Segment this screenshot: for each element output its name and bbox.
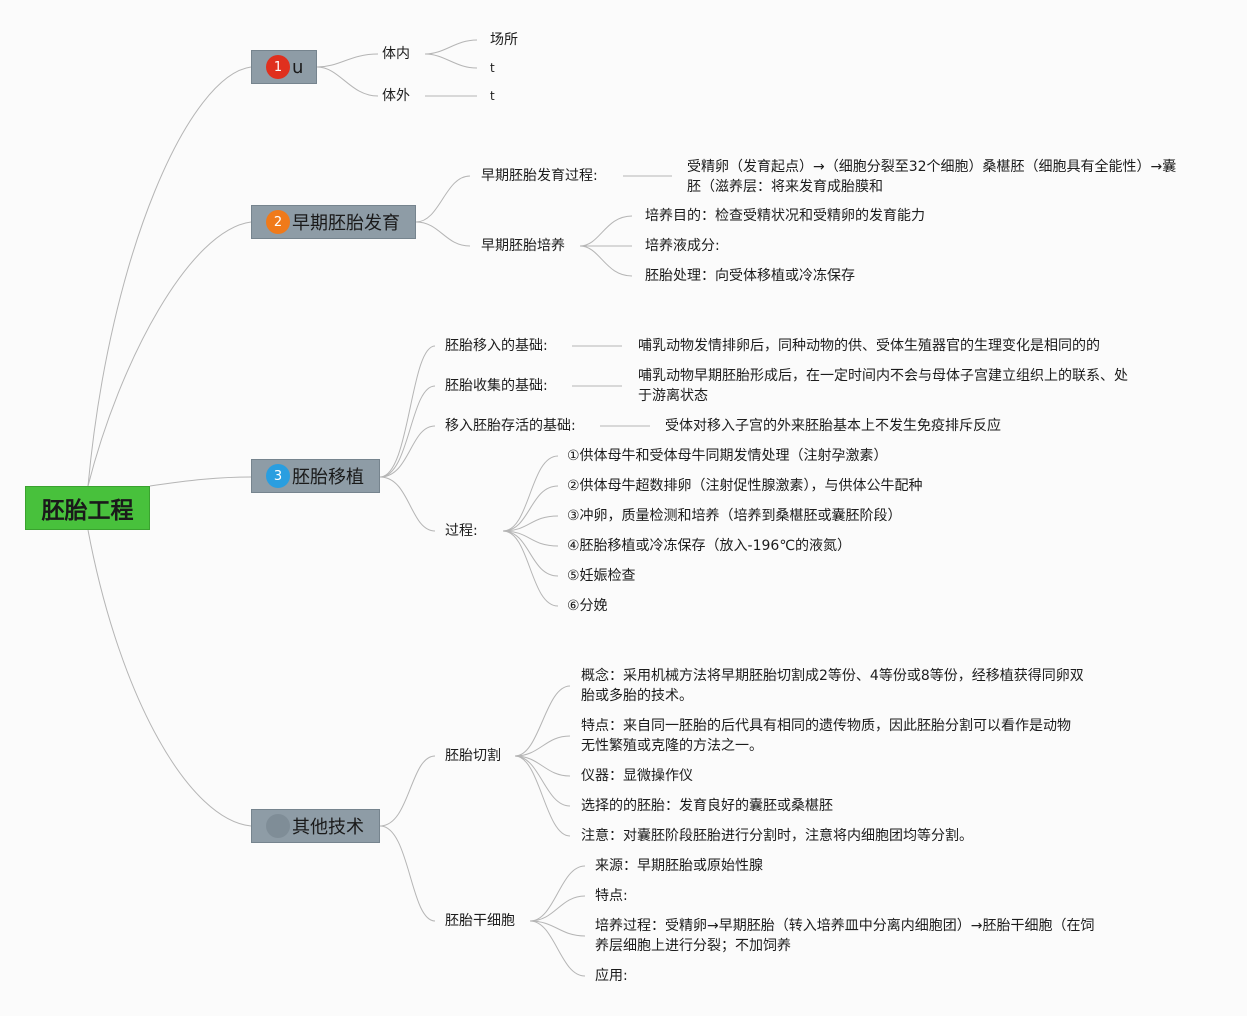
- number-badge-icon: 1: [266, 55, 290, 79]
- number-badge-icon: 2: [266, 210, 290, 234]
- root-topic[interactable]: 胚胎工程: [25, 486, 150, 530]
- leaf-label[interactable]: 特点：来自同一胚胎的后代具有相同的遗传物质，因此胚胎分割可以看作是动物无性繁殖或…: [581, 718, 1071, 754]
- topic-1-label: u: [292, 56, 304, 78]
- leaf-label[interactable]: ③冲卵，质量检测和培养（培养到桑椹胚或囊胚阶段）: [567, 508, 902, 524]
- leaf-label[interactable]: 胚胎处理：向受体移植或冷冻保存: [645, 268, 855, 284]
- subtopic-label[interactable]: 胚胎收集的基础:: [445, 378, 548, 394]
- leaf-label[interactable]: 哺乳动物早期胚胎形成后，在一定时间内不会与母体子宫建立组织上的联系、处于游离状态: [638, 368, 1128, 404]
- leaf-label[interactable]: 注意：对囊胚阶段胚胎进行分割时，注意将内细胞团均等分割。: [581, 828, 973, 844]
- leaf-label[interactable]: 哺乳动物发情排卵后，同种动物的供、受体生殖器官的生理变化是相同的的: [638, 338, 1100, 354]
- leaf-label[interactable]: 应用:: [595, 968, 628, 984]
- connector-root-topic1: [87, 66, 252, 487]
- subtopic-label[interactable]: 体内: [382, 46, 410, 62]
- subtopic-label[interactable]: 胚胎切割: [445, 748, 501, 764]
- leaf-label[interactable]: 受体对移入子宫的外来胚胎基本上不发生免疫排斥反应: [665, 418, 1001, 434]
- subtopic-label[interactable]: 体外: [382, 88, 410, 104]
- connector-root-topic2: [87, 221, 252, 487]
- topic-1[interactable]: 1 u: [251, 50, 317, 84]
- subtopic-label[interactable]: 胚胎移入的基础:: [445, 338, 548, 354]
- leaf-label[interactable]: ④胚胎移植或冷冻保存（放入-196℃的液氮）: [567, 538, 852, 554]
- leaf-label[interactable]: t: [490, 89, 495, 103]
- topic-4[interactable]: 其他技术: [251, 809, 380, 843]
- leaf-label[interactable]: 受精卵（发育起点）→（细胞分裂至32个细胞）桑椹胚（细胞具有全能性）→囊胚（滋养…: [687, 159, 1177, 195]
- subtopic-label[interactable]: 早期胚胎培养: [481, 238, 565, 254]
- number-badge-icon: [266, 814, 290, 838]
- leaf-label[interactable]: 培养目的：检查受精状况和受精卵的发育能力: [645, 208, 925, 224]
- topic-2-label: 早期胚胎发育: [292, 213, 400, 234]
- root-topic-label: 胚胎工程: [41, 498, 134, 524]
- topic-2[interactable]: 2 早期胚胎发育: [251, 205, 416, 239]
- leaf-label[interactable]: 培养过程：受精卵→早期胚胎（转入培养皿中分离内细胞团）→胚胎干细胞（在饲养层细胞…: [595, 918, 1095, 954]
- connector-root-topic3: [149, 476, 252, 487]
- topic-4-label: 其他技术: [292, 817, 364, 838]
- leaf-label[interactable]: 培养液成分:: [645, 238, 720, 254]
- leaf-label[interactable]: 仪器：显微操作仪: [581, 768, 693, 784]
- connector-root-topic4: [87, 529, 252, 827]
- number-badge-icon: 3: [266, 464, 290, 488]
- subtopic-label[interactable]: 移入胚胎存活的基础:: [445, 418, 576, 434]
- subtopic-label[interactable]: 早期胚胎发育过程:: [481, 168, 598, 184]
- leaf-label[interactable]: 概念：采用机械方法将早期胚胎切割成2等份、4等份或8等份，经移植获得同卵双胎或多…: [581, 668, 1084, 704]
- leaf-label[interactable]: ⑤妊娠检查: [567, 568, 636, 584]
- leaf-label[interactable]: 特点:: [595, 888, 628, 904]
- subtopic-label[interactable]: 胚胎干细胞: [445, 913, 515, 929]
- leaf-label[interactable]: 来源：早期胚胎或原始性腺: [595, 858, 763, 874]
- leaf-label[interactable]: ①供体母牛和受体母牛同期发情处理（注射孕激素）: [567, 448, 888, 464]
- topic-3[interactable]: 3 胚胎移植: [251, 459, 380, 493]
- leaf-label[interactable]: 场所: [490, 32, 518, 48]
- leaf-label[interactable]: 选择的的胚胎：发育良好的囊胚或桑椹胚: [581, 798, 833, 814]
- topic-3-label: 胚胎移植: [292, 467, 364, 488]
- leaf-label[interactable]: ⑥分娩: [567, 598, 608, 614]
- leaf-label[interactable]: ②供体母牛超数排卵（注射促性腺激素），与供体公牛配种: [567, 478, 923, 494]
- leaf-label[interactable]: t: [490, 61, 495, 75]
- subtopic-label[interactable]: 过程:: [445, 523, 478, 539]
